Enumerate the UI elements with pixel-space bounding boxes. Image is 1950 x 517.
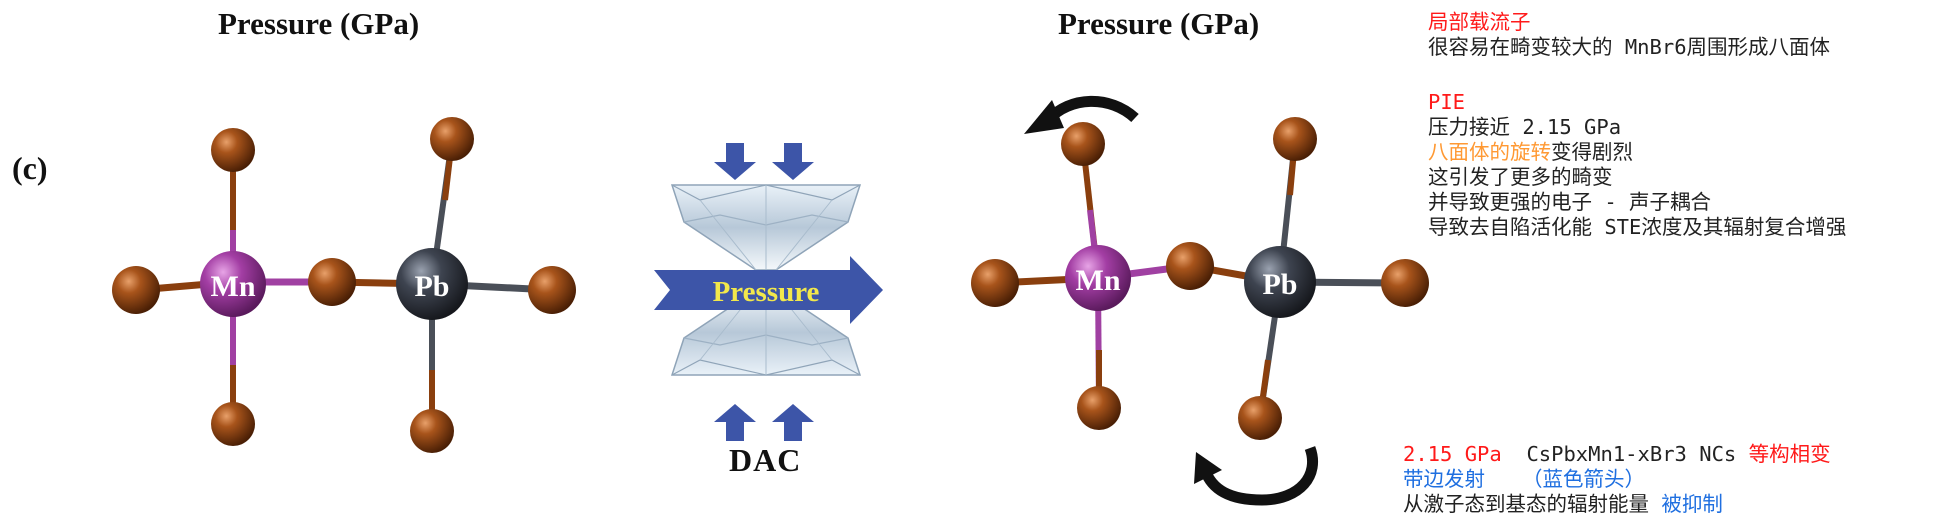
note-pie-line5: 导致去自陷活化能 STE浓度及其辐射复合增强 (1428, 215, 1847, 239)
note-bottom-pressure: 2.15 GPa (1403, 442, 1502, 466)
note-pie: PIE 压力接近 2.15 GPa 八面体的旋转变得剧烈 这引发了更多的畸变 并… (1428, 90, 1846, 240)
note-pie-highlight: 八面体的旋转 (1428, 140, 1551, 164)
note-pie-line1: 压力接近 2.15 GPa (1428, 115, 1622, 139)
pressure-arrow (654, 256, 883, 324)
compression-arrow-icon (714, 143, 814, 180)
left-br-pb-bottom (410, 409, 454, 453)
panel-label: (c) (12, 150, 48, 186)
right-br-top (1061, 122, 1105, 166)
note-pie-line4: 并导致更强的电子 - 声子耦合 (1428, 190, 1712, 214)
note-bottom: 2.15 GPa CsPbxMn1-xBr3 NCs 等构相变 带边发射 （蓝色… (1403, 442, 1831, 517)
right-br-pb-bottom (1238, 396, 1282, 440)
right-br-pb-top (1273, 117, 1317, 161)
left-br-bridge (308, 258, 356, 306)
pressure-arrow-label: Pressure (713, 276, 820, 308)
dac-label: DAC (729, 442, 802, 478)
left-pb-label: Pb (414, 270, 449, 303)
right-pb-atom (1244, 246, 1316, 318)
note-top-title: 局部载流子 (1428, 10, 1531, 34)
left-mn-atom (200, 251, 266, 317)
right-heading: Pressure (GPa) (1058, 6, 1260, 41)
left-br-bottom (211, 402, 255, 446)
right-pb-label: Pb (1262, 268, 1297, 301)
left-br-top (211, 128, 255, 172)
note-pie-line2: 八面体的旋转变得剧烈 (1428, 140, 1846, 165)
diamond-anvil-icon (670, 184, 862, 376)
left-octahedra: Mn Pb (112, 117, 576, 453)
curved-arrow-icon (1194, 446, 1318, 506)
note-top-line1: 很容易在畸变较大的 MnBr6周围形成八面体 (1428, 35, 1831, 59)
right-mn-label: Mn (1076, 264, 1121, 297)
right-octahedra: Mn Pb (971, 117, 1429, 440)
right-br-bottom (1077, 386, 1121, 430)
note-pie-line3: 这引发了更多的畸变 (1428, 165, 1613, 189)
note-bottom-emission: 带边发射 (1403, 467, 1485, 491)
note-top: 局部载流子 很容易在畸变较大的 MnBr6周围形成八面体 (1428, 10, 1830, 60)
note-bottom-line3: 从激子态到基态的辐射能量 被抑制 (1403, 492, 1831, 517)
right-br-pb-right (1381, 259, 1429, 307)
note-bottom-arrow-note: （蓝色箭头） (1522, 467, 1646, 491)
note-pie-title: PIE (1428, 90, 1466, 114)
left-br-pb-top (430, 117, 474, 161)
right-br-left (971, 259, 1019, 307)
left-br-left (112, 266, 160, 314)
left-pb-atom (396, 248, 468, 320)
compression-arrow-icon (714, 404, 814, 441)
note-bottom-transition: 等构相变 (1748, 442, 1831, 466)
left-mn-label: Mn (211, 270, 256, 303)
note-pie-line2-rest: 变得剧烈 (1551, 140, 1633, 164)
right-br-bridge (1166, 242, 1214, 290)
curved-arrow-icon (1024, 95, 1139, 134)
note-bottom-line3-text: 从激子态到基态的辐射能量 (1403, 492, 1649, 516)
left-heading: Pressure (GPa) (218, 6, 420, 41)
left-br-pb-right (528, 266, 576, 314)
note-bottom-line2: 带边发射 （蓝色箭头） (1403, 467, 1831, 492)
note-bottom-line1: 2.15 GPa CsPbxMn1-xBr3 NCs 等构相变 (1403, 442, 1831, 467)
right-mn-atom (1065, 245, 1131, 311)
note-bottom-material: CsPbxMn1-xBr3 NCs (1526, 442, 1737, 466)
note-bottom-highlight: 被抑制 (1661, 492, 1723, 516)
